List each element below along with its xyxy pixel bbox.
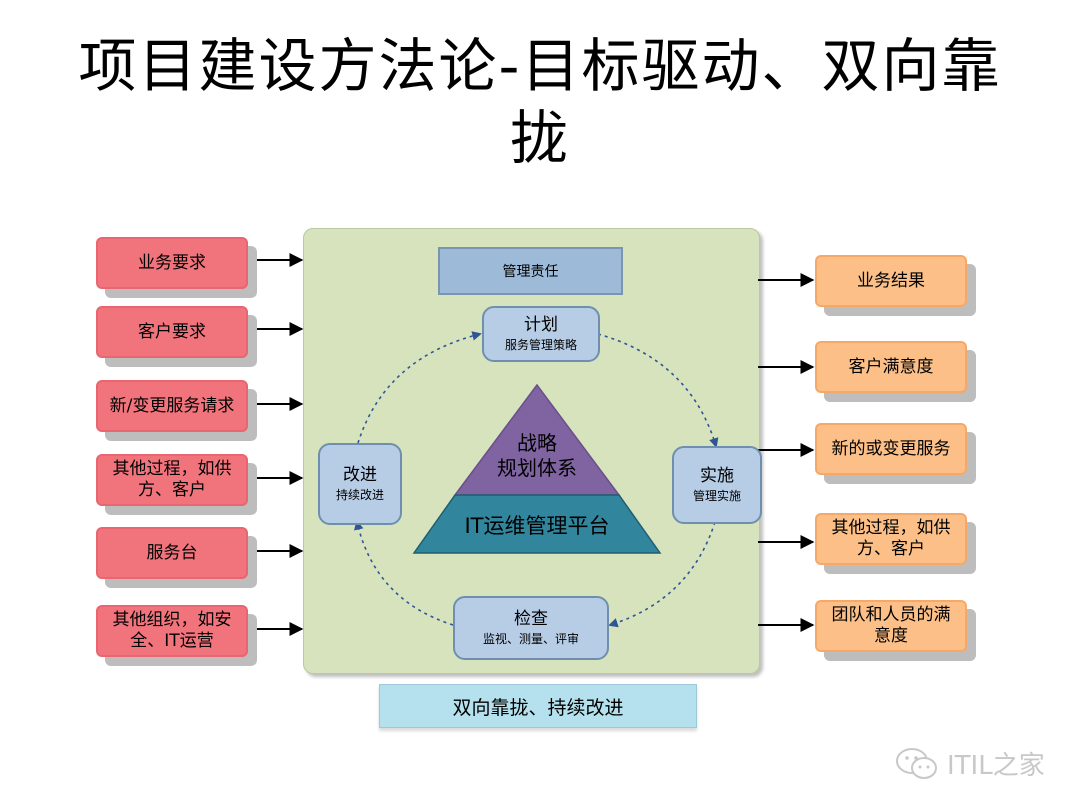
wechat-icon (896, 747, 937, 779)
output-team-satisfaction: 团队和人员的满意度 (815, 600, 967, 652)
output-other-processes: 其他过程，如供方、客户 (815, 513, 967, 565)
improve-title: 改进 (343, 465, 377, 485)
plan-title: 计划 (524, 315, 558, 335)
input-other-processes: 其他过程，如供方、客户 (96, 454, 248, 506)
check-title: 检查 (514, 609, 548, 629)
improve-node: 改进 持续改进 (318, 443, 402, 525)
management-responsibility-box: 管理责任 (438, 247, 623, 295)
input-customer-requirements: 客户要求 (96, 306, 248, 358)
output-business-results: 业务结果 (815, 255, 967, 307)
pyramid-base-label: IT运维管理平台 (464, 514, 610, 538)
check-node: 检查 监视、测量、评审 (453, 596, 609, 660)
page-title: 项目建设方法论-目标驱动、双向靠 拢 (0, 30, 1080, 174)
title-line-1: 项目建设方法论-目标驱动、双向靠 (78, 32, 1002, 100)
check-subtitle: 监视、测量、评审 (482, 632, 579, 646)
watermark-text: ITIL之家 (947, 751, 1045, 781)
implement-subtitle: 管理实施 (692, 489, 741, 503)
bottom-banner: 双向靠拢、持续改进 (379, 684, 697, 728)
implement-title: 实施 (700, 466, 734, 486)
input-service-request: 新/变更服务请求 (96, 380, 248, 432)
input-other-organizations: 其他组织，如安全、IT运营 (96, 605, 248, 657)
output-new-or-changed-services: 新的或变更服务 (815, 423, 967, 475)
improve-subtitle: 持续改进 (335, 488, 384, 502)
implement-node: 实施 管理实施 (672, 446, 762, 524)
input-service-desk: 服务台 (96, 527, 248, 579)
plan-subtitle: 服务管理策略 (504, 338, 577, 352)
input-business-requirements: 业务要求 (96, 237, 248, 289)
watermark: ITIL之家 (895, 745, 1045, 782)
pyramid-top-label: 战略 规划体系 (497, 431, 577, 480)
title-line-2: 拢 (509, 104, 570, 172)
output-customer-satisfaction: 客户满意度 (815, 341, 967, 393)
plan-node: 计划 服务管理策略 (482, 306, 600, 362)
